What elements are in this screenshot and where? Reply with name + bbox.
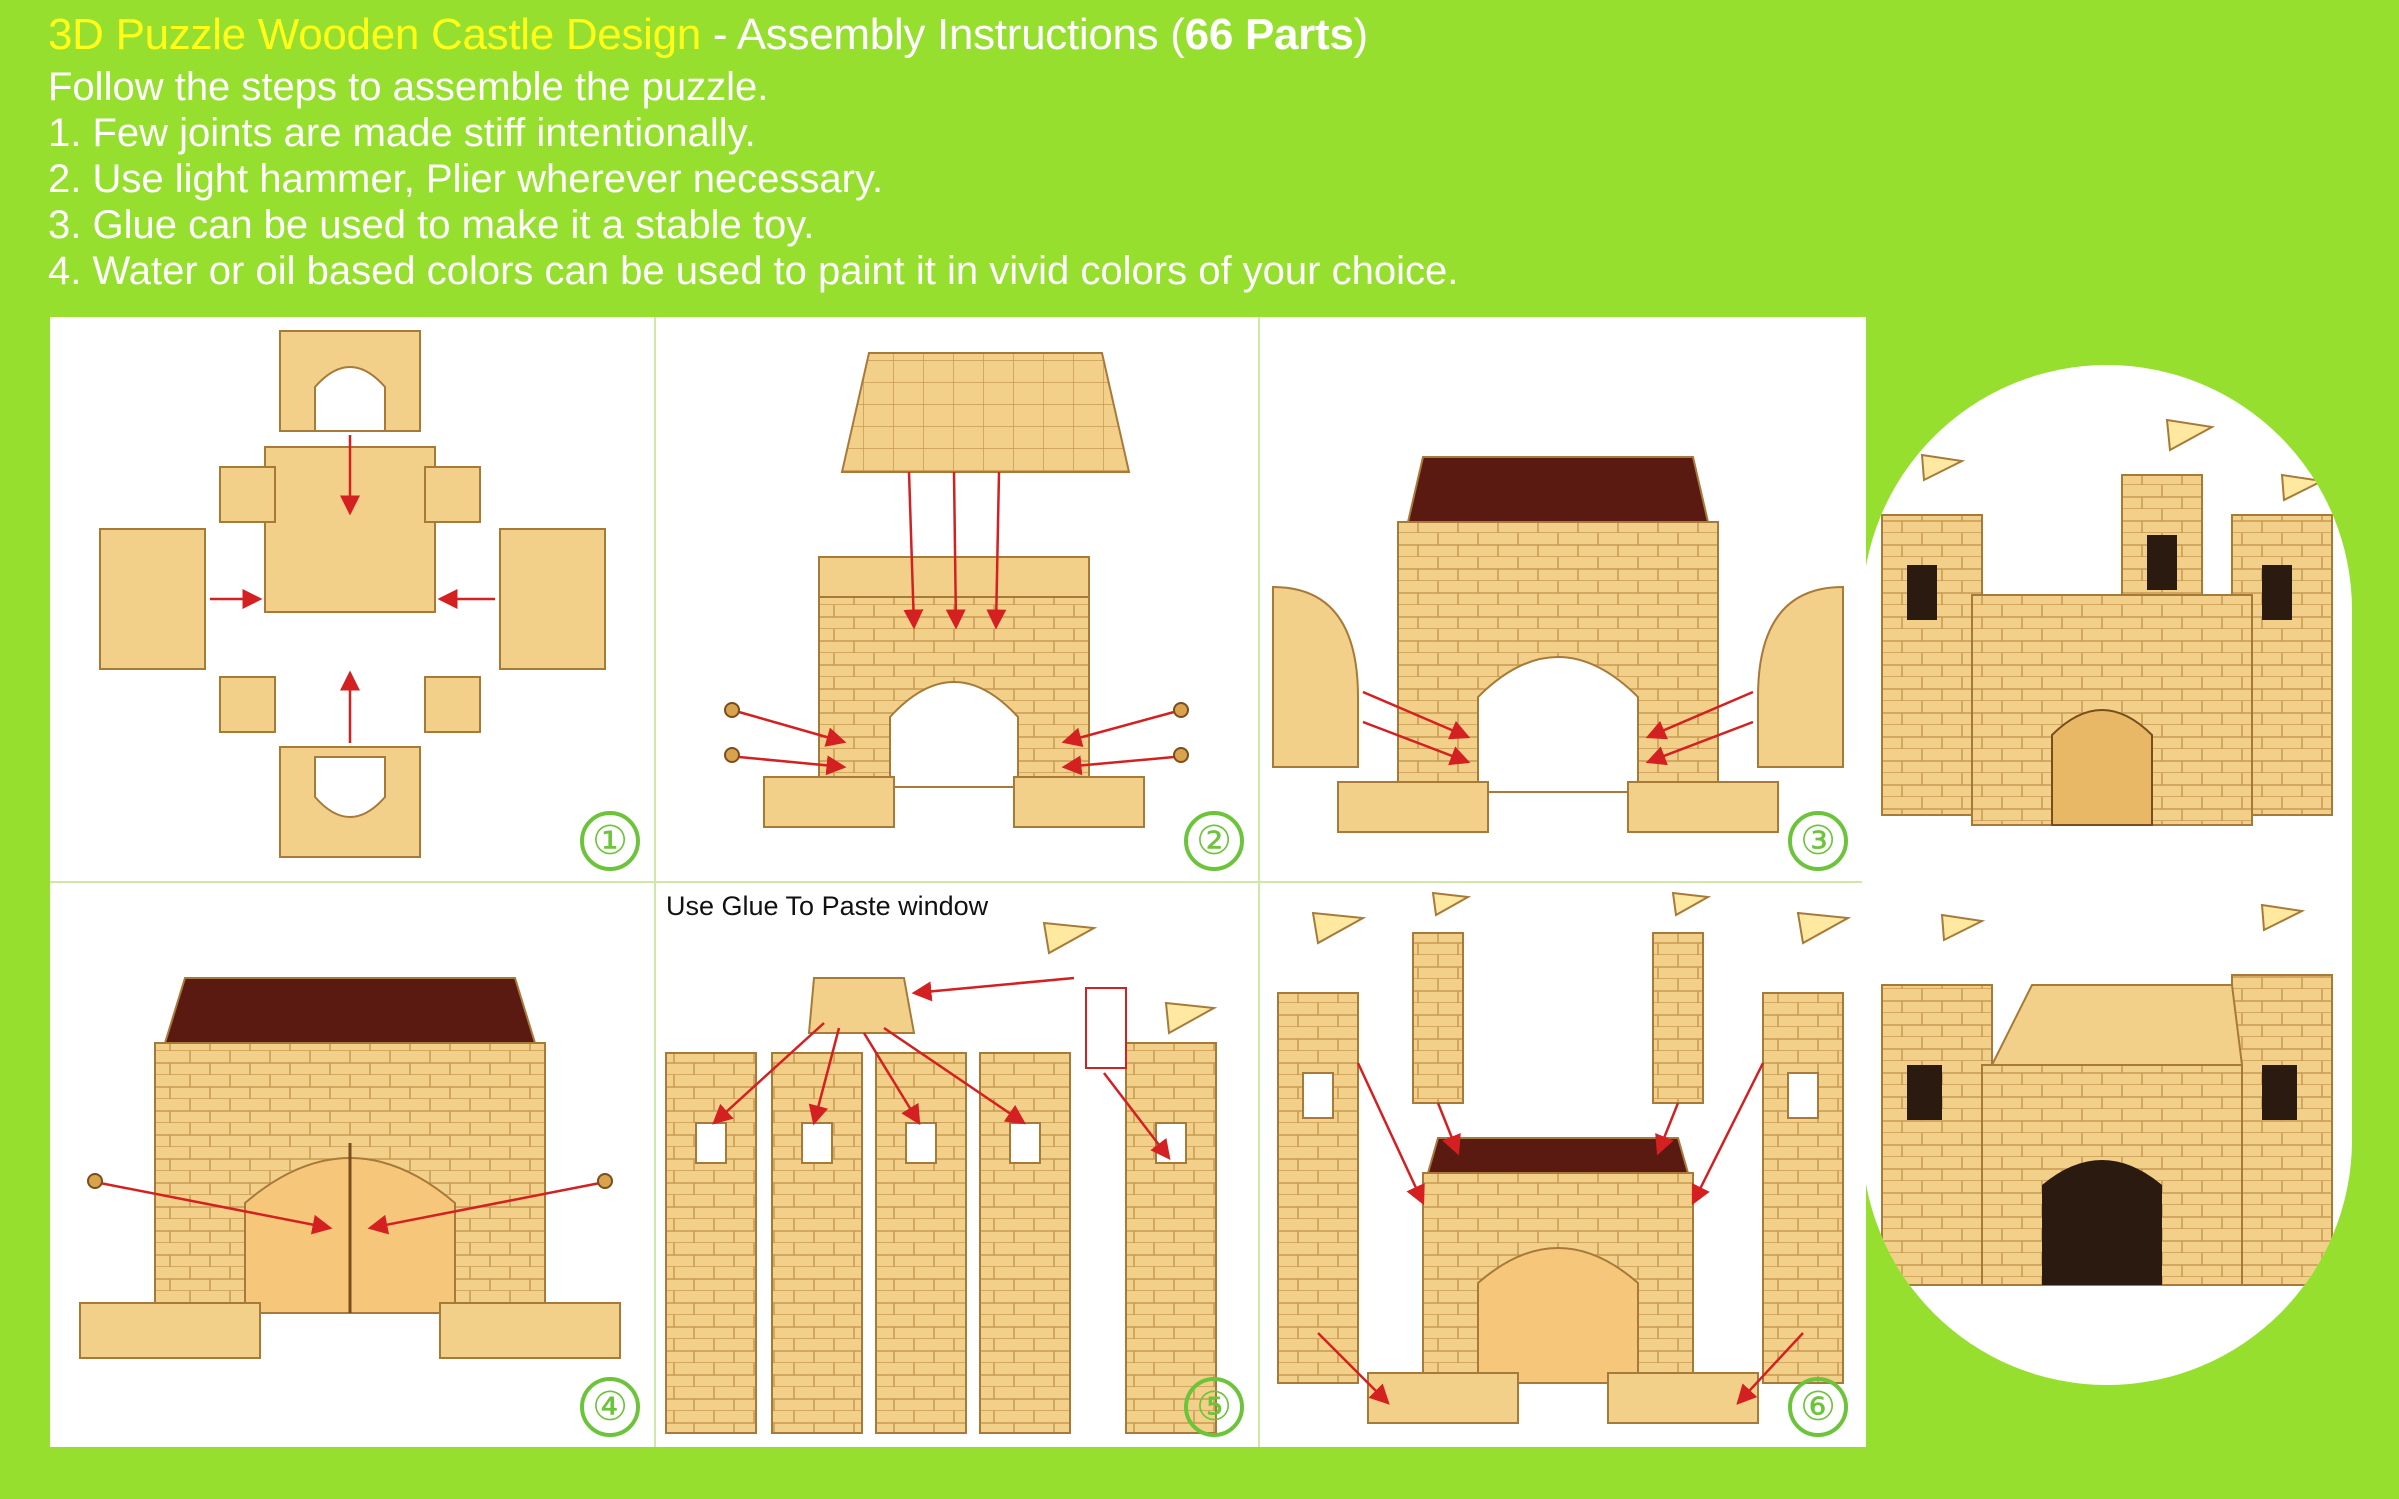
corner-piece <box>219 676 276 733</box>
tower-piece <box>1125 1042 1217 1434</box>
corner-piece <box>219 466 276 523</box>
gate-arch <box>1477 656 1639 793</box>
step-number-badge: ① <box>580 811 640 871</box>
title-subtitle: - Assembly Instructions ( <box>700 10 1185 59</box>
instruction-item: 4. Water or oil based colors can be used… <box>48 249 1459 293</box>
step-3-panel: ③ <box>1258 317 1862 881</box>
step-3-illustration <box>1272 456 1844 833</box>
tower <box>1762 992 1844 1384</box>
roof-piece <box>840 352 1131 473</box>
gate-arch <box>889 681 1019 788</box>
instruction-item: 2. Use light hammer, Plier wherever nece… <box>48 157 884 201</box>
step-2-panel: ② <box>654 317 1258 881</box>
small-tower <box>1652 932 1704 1104</box>
step-2-illustration <box>724 352 1189 828</box>
step-6-illustration <box>1277 891 1852 1424</box>
title-product: 3D Puzzle Wooden Castle Design <box>48 10 701 59</box>
small-tower <box>1412 932 1464 1104</box>
roof-top <box>1406 456 1710 523</box>
right-wall-piece <box>499 528 606 670</box>
left-door <box>1272 585 1359 768</box>
roof-top <box>163 977 537 1044</box>
instructions-intro: Follow the steps to assemble the puzzle. <box>48 65 769 109</box>
title-close: ) <box>1353 10 1369 59</box>
step-5-illustration <box>665 921 1218 1434</box>
closed-gate <box>1477 1247 1639 1384</box>
title-parts-count: 66 Parts <box>1184 10 1354 59</box>
panel-divider <box>50 881 1866 883</box>
step-4-panel: ④ <box>50 883 654 1447</box>
corner-piece <box>424 466 481 523</box>
instruction-item: 3. Glue can be used to make it a stable … <box>48 203 815 247</box>
window-panel <box>807 977 916 1034</box>
finished-castle-photo <box>1862 365 2352 1385</box>
step-number-badge: ② <box>1184 811 1244 871</box>
right-door <box>1757 585 1844 768</box>
tower-piece <box>875 1052 967 1434</box>
tower <box>1277 992 1359 1384</box>
glue-note: Use Glue To Paste window <box>666 891 989 921</box>
roof-top <box>1426 1137 1690 1174</box>
step-4-illustration <box>79 977 621 1359</box>
instructions: Follow the steps to assemble the puzzle.… <box>48 64 1458 294</box>
step-5-panel: Use Glue To Paste window <box>654 883 1258 1447</box>
castle-photo-illustration <box>1881 418 2333 1286</box>
step-number-badge: ⑤ <box>1184 1377 1244 1437</box>
step-number-badge: ⑥ <box>1788 1377 1848 1437</box>
step-6-panel: ⑥ <box>1258 883 1862 1447</box>
tower-piece <box>979 1052 1071 1434</box>
tower-piece <box>665 1052 757 1434</box>
step-1-illustration <box>99 330 606 858</box>
tower-piece <box>771 1052 863 1434</box>
assembly-steps-grid: ① ② <box>50 317 1866 1447</box>
left-wall-piece <box>99 528 206 670</box>
step-number-badge: ③ <box>1788 811 1848 871</box>
step-1-panel: ① <box>50 317 654 881</box>
instruction-item: 1. Few joints are made stiff intentional… <box>48 111 756 155</box>
step-number-badge: ④ <box>580 1377 640 1437</box>
page-title: 3D Puzzle Wooden Castle Design - Assembl… <box>48 10 1368 60</box>
corner-piece <box>424 676 481 733</box>
